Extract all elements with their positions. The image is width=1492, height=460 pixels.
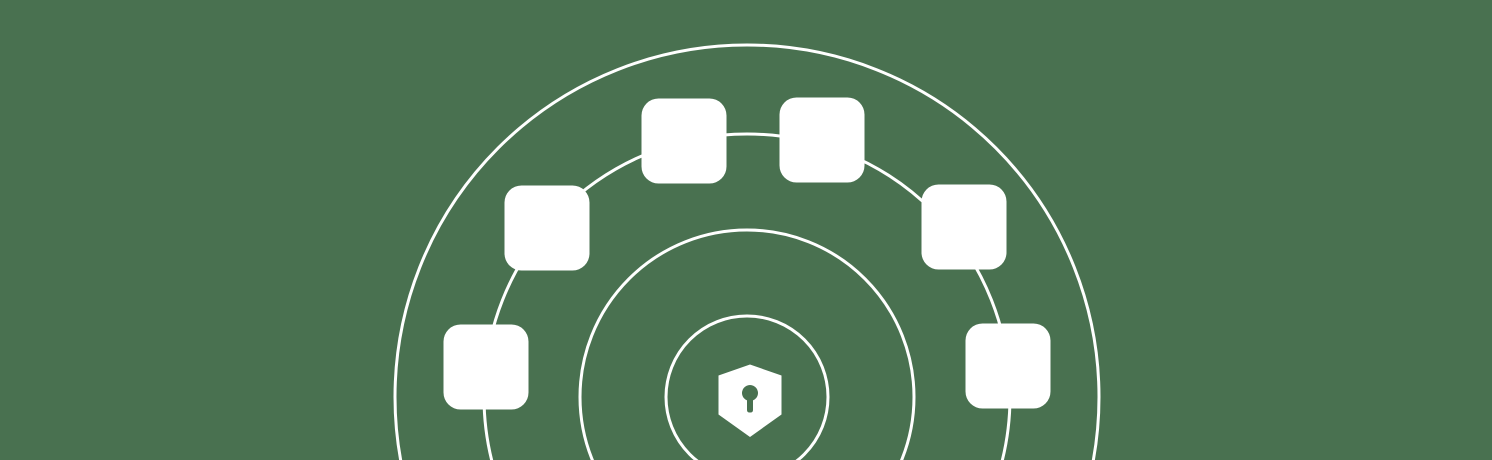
nodes-layer bbox=[443, 97, 1051, 410]
ring-4 bbox=[664, 314, 830, 460]
node-bottom-right bbox=[965, 323, 1051, 409]
node-top-left bbox=[641, 98, 727, 184]
shield-lock-icon bbox=[718, 364, 782, 437]
node-mid-left bbox=[504, 185, 590, 271]
node-bottom-left bbox=[443, 324, 529, 410]
node-mid-right bbox=[921, 184, 1007, 270]
ring-3 bbox=[578, 228, 916, 460]
node-top-right bbox=[779, 97, 865, 183]
ring-1 bbox=[393, 43, 1101, 460]
